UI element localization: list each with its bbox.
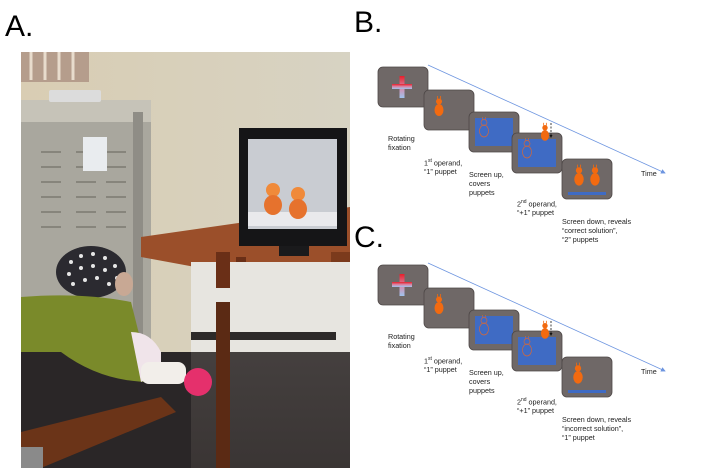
time-arrow (427, 262, 666, 372)
experiment-photo (21, 52, 350, 468)
step-frame-2 (423, 89, 475, 131)
pink-bootie (184, 368, 212, 396)
step-frame-3 (468, 111, 520, 153)
puppet-icon (574, 164, 584, 186)
chair-armrest (21, 397, 176, 468)
panel-a-label: A. (5, 10, 34, 43)
hidden-puppet-outline-icon (479, 117, 489, 138)
puppet-icon (434, 294, 444, 314)
hidden-puppet-outline-icon (522, 138, 532, 159)
step-frame-2 (423, 287, 475, 329)
step-caption-1: Rotating fixation (388, 332, 415, 350)
step-frame-5-bg (561, 158, 613, 200)
time-axis-label: Time (641, 169, 657, 178)
fixation-cross-icon (392, 76, 412, 98)
step-frame-5 (561, 356, 613, 398)
step-frame-4 (511, 122, 563, 174)
photo-scene (21, 52, 350, 468)
hidden-puppet-outline-icon (522, 336, 532, 357)
time-arrow (427, 64, 666, 174)
step-caption-2: 1st operand, “1” puppet (424, 158, 463, 177)
electrode-package (83, 137, 107, 171)
puppet-icon (540, 122, 550, 141)
step-caption-3: Screen up, covers puppets (469, 368, 504, 395)
puppet-icon (590, 164, 600, 186)
screen-puppet-1 (266, 183, 280, 197)
step-frame-1 (377, 264, 429, 306)
fixation-cross-icon (392, 274, 412, 296)
puppet-icon (573, 362, 583, 384)
panel-b-diagram (377, 64, 666, 200)
puppet-icon (434, 96, 444, 116)
step-frame-3 (468, 309, 520, 351)
step-caption-3: Screen up, covers puppets (469, 170, 504, 197)
step-frame-2-bg (423, 89, 475, 131)
step-caption-5: Screen down, reveals “correct solution”,… (562, 217, 632, 244)
panel-b-label: B. (354, 6, 383, 39)
amplifier-box (49, 90, 101, 102)
step-frame-5 (561, 158, 613, 200)
puppet-icon (540, 320, 550, 339)
step-frame-5-bg (561, 356, 613, 398)
time-axis-label: Time (641, 367, 657, 376)
step-caption-2: 1st operand, “1” puppet (424, 356, 463, 375)
screen-puppet-2 (291, 187, 305, 201)
lowered-screen (568, 390, 606, 393)
hidden-puppet-outline-icon (479, 315, 489, 336)
step-caption-5: Screen down, reveals “incorrect solution… (562, 415, 632, 442)
step-caption-4: 2nd operand, “+1” puppet (517, 199, 557, 218)
step-frame-4 (511, 320, 563, 372)
panel-c-diagram (377, 262, 666, 398)
step-frame-1 (377, 66, 429, 108)
step-caption-1: Rotating fixation (388, 134, 415, 152)
step-caption-4: 2nd operand, “+1” puppet (517, 397, 557, 416)
green-towel (21, 295, 151, 382)
lowered-screen (568, 192, 606, 195)
step-frame-2-bg (423, 287, 475, 329)
panel-c-label: C. (354, 221, 384, 254)
